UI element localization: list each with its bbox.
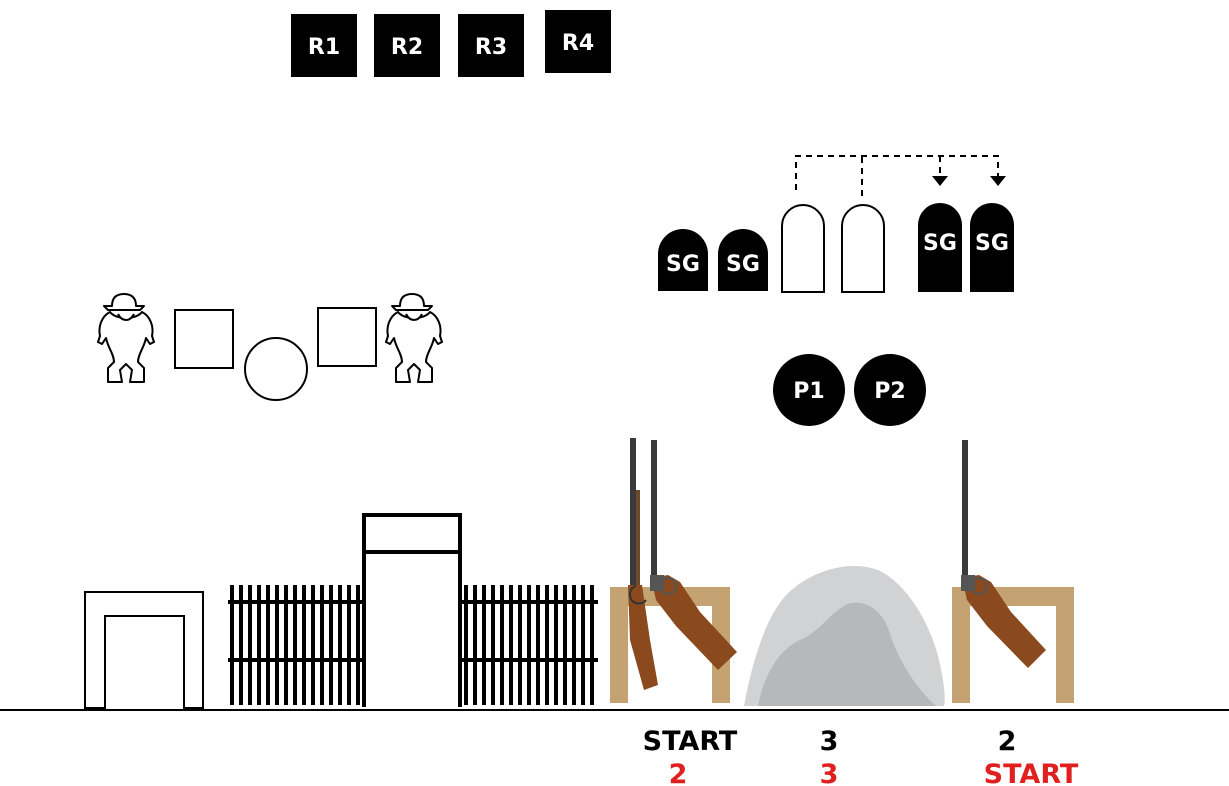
rock-icon [744,566,945,706]
shotgun-target-3[interactable]: SG [918,203,962,292]
fence-icon-left [228,585,364,705]
round-target[interactable] [244,337,308,401]
shotgun-target-1[interactable]: SG [658,229,708,291]
pistol-target-1-label: P1 [793,379,824,404]
cowboy-bandit-icon [97,293,155,383]
shotgun-target-3-label: SG [923,231,957,256]
rifle-target-1[interactable]: R1 [291,14,357,77]
fence-icon-right [460,585,598,705]
position-1: START 2 [643,726,738,786]
rifle-target-2[interactable]: R2 [374,14,440,77]
gate-frame [362,513,462,707]
rifle-icon [628,438,658,690]
rifle-target-3[interactable]: R3 [458,14,524,77]
rifle-targets: R1 R2 R3 R4 [291,10,611,77]
rifle-target-4-label: R4 [562,31,594,56]
shotgun-target-2-label: SG [726,252,760,277]
position-1-lower: 2 [669,759,688,786]
rifle-target-4[interactable]: R4 [545,10,611,73]
position-2: 3 3 [820,726,839,786]
shotgun-target-1-label: SG [666,252,700,277]
shotgun-icon [650,440,737,670]
rifle-target-2-label: R2 [391,35,423,60]
pistol-target-2-label: P2 [874,379,905,404]
pistol-target-2[interactable]: P2 [854,354,926,426]
square-target-right[interactable] [317,307,377,367]
popper-target-1[interactable] [781,204,825,293]
shotgun-target-2[interactable]: SG [718,229,768,291]
shotgun-icon [961,440,1046,668]
position-3-upper: 2 [998,726,1017,757]
position-1-upper: START [643,726,738,757]
position-2-lower: 3 [820,759,839,786]
pistol-target-1[interactable]: P1 [773,354,845,426]
rifle-target-3-label: R3 [475,35,507,60]
shotgun-target-4-label: SG [975,231,1009,256]
shotgun-target-4[interactable]: SG [970,203,1014,292]
square-target-left[interactable] [174,309,234,369]
activator-lines [795,155,999,196]
rifle-target-1-label: R1 [308,35,340,60]
shotgun-targets: SG SG SG SG [658,203,1014,293]
doorway-icon [84,591,204,709]
position-3-lower: START [984,759,1079,786]
cowboy-bandit-icon [385,293,443,383]
arrow-down-icon [932,176,1006,186]
popper-target-2[interactable] [841,204,885,293]
position-3: 2 START [984,726,1079,786]
position-2-upper: 3 [820,726,839,757]
